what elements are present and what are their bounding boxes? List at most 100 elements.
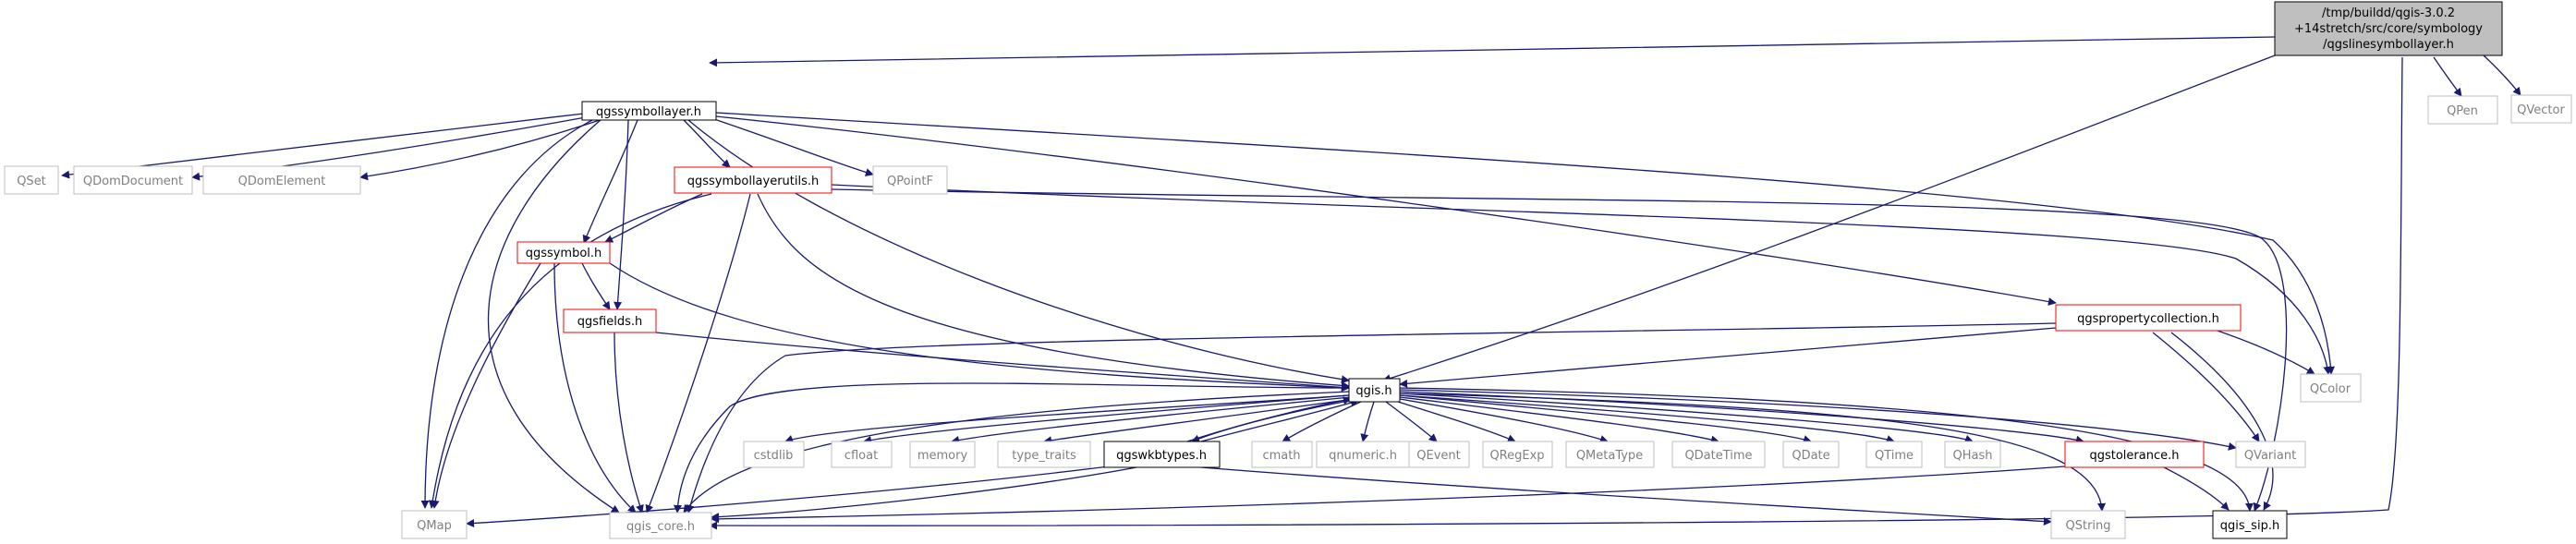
- node-qdate[interactable]: QDate: [1782, 441, 1840, 468]
- node-type-traits-label: type_traits: [1012, 449, 1076, 463]
- edge-qgstol-qgiscore: [711, 465, 2066, 524]
- node-cstdlib[interactable]: cstdlib: [743, 441, 805, 468]
- node-qhash[interactable]: QHash: [1944, 441, 2001, 468]
- edge-qsl-qgiscore: [487, 119, 620, 514]
- edge-qgis-qgiscore: [683, 391, 1350, 514]
- node-qgis-sip-label: qgis_sip.h: [2220, 519, 2279, 533]
- node-qgsfields[interactable]: qgsfields.h: [563, 308, 657, 333]
- node-qgssymbollayerutils[interactable]: qgssymbollayerutils.h: [674, 166, 832, 194]
- node-qdomelement-label: QDomElement: [238, 175, 326, 188]
- edge-root-qgssymbollayer: [709, 36, 2276, 67]
- node-qdomelement[interactable]: QDomElement: [202, 165, 361, 195]
- node-qnumeric[interactable]: qnumeric.h: [1316, 441, 1410, 468]
- edge-qslu-qgiscore: [645, 193, 751, 514]
- node-qdomdocument[interactable]: QDomDocument: [73, 165, 193, 195]
- edge-qsym-qgis: [609, 262, 1350, 393]
- node-qregexp-label: QRegExp: [1489, 449, 1544, 463]
- node-qgis-core[interactable]: qgis_core.h: [609, 512, 712, 539]
- node-root-line3: /qgslinesymbollayer.h: [2323, 38, 2454, 52]
- edge-qgis-qdate: [1399, 394, 1812, 443]
- node-memory[interactable]: memory: [909, 441, 976, 468]
- edge-qsym-qmap: [431, 262, 541, 509]
- node-root-line1: /tmp/buildd/qgis-3.0.2: [2322, 6, 2455, 20]
- node-qgstolerance[interactable]: qgstolerance.h: [2064, 441, 2205, 468]
- edge-qslu-qcolor: [831, 184, 2332, 375]
- node-qmetatype[interactable]: QMetaType: [1565, 441, 1655, 468]
- node-qvariant-label: QVariant: [2244, 449, 2296, 463]
- edge-qsl-qgssymbol: [582, 119, 638, 244]
- node-qmap[interactable]: QMap: [401, 510, 468, 539]
- edge-qgswkb-qgis-2: [1200, 398, 1359, 442]
- node-qmetatype-label: QMetaType: [1576, 449, 1643, 463]
- node-qgspropertycollection[interactable]: qgspropertycollection.h: [2055, 304, 2242, 332]
- node-qdatetime-label: QDateTime: [1684, 449, 1752, 463]
- node-qevent-label: QEvent: [1416, 449, 1460, 463]
- node-qgis[interactable]: qgis.h: [1348, 378, 1401, 403]
- node-cmath[interactable]: cmath: [1251, 441, 1313, 468]
- edge-qgis-cfloat: [863, 394, 1350, 444]
- edge-qprop-qvariant: [2152, 332, 2260, 442]
- graph-edges: [61, 36, 2521, 530]
- node-cfloat[interactable]: cfloat: [831, 441, 893, 468]
- node-qtime-label: QTime: [1875, 449, 1914, 463]
- node-qgspropertycollection-label: qgspropertycollection.h: [2077, 312, 2219, 326]
- edge-qgis-typetraits: [1043, 398, 1355, 445]
- edge-root-qvector: [2483, 54, 2521, 96]
- node-qevent[interactable]: QEvent: [1408, 441, 1470, 468]
- edge-qsl-qmap: [420, 117, 597, 509]
- node-cmath-label: cmath: [1262, 449, 1300, 463]
- node-qvariant[interactable]: QVariant: [2235, 441, 2306, 468]
- node-qtime[interactable]: QTime: [1865, 441, 1923, 468]
- edge-qslu-qmap: [428, 193, 712, 509]
- edge-qgis-qvariant: [1399, 389, 2237, 451]
- node-type-traits[interactable]: type_traits: [997, 441, 1091, 468]
- node-qgis-sip[interactable]: qgis_sip.h: [2212, 510, 2288, 539]
- node-qpen[interactable]: QPen: [2427, 95, 2498, 125]
- edge-root-qgis: [1382, 52, 2283, 382]
- node-qgswkbtypes[interactable]: qgswkbtypes.h: [1103, 441, 1221, 468]
- node-qgis-label: qgis.h: [1355, 384, 1391, 398]
- node-qgsfields-label: qgsfields.h: [577, 315, 642, 329]
- edge-qgis-qhash: [1399, 393, 1974, 443]
- node-qgis-core-label: qgis_core.h: [626, 520, 695, 534]
- node-qgssymbollayer[interactable]: qgssymbollayer.h: [581, 101, 717, 121]
- edge-qgis-qgissip: [1399, 387, 2254, 512]
- node-qset-label: QSet: [17, 175, 46, 188]
- edge-qgis-qregexp: [1394, 400, 1516, 442]
- edge-qgis-qtime: [1399, 394, 1895, 443]
- edge-qgswkb-qmap: [466, 465, 1110, 527]
- edge-qgis-qdatetime: [1399, 396, 1719, 444]
- edge-qgstol-qgissip: [2161, 465, 2230, 511]
- node-qgssymbol[interactable]: qgssymbol.h: [516, 241, 611, 264]
- node-qdomdocument-label: QDomDocument: [83, 175, 183, 188]
- edge-qgswkb-qgis: [1186, 396, 1352, 442]
- node-qset[interactable]: QSet: [4, 165, 59, 195]
- node-root[interactable]: /tmp/buildd/qgis-3.0.2 +14stretch/src/co…: [2274, 1, 2503, 56]
- node-qregexp[interactable]: QRegExp: [1482, 441, 1553, 468]
- edge-qsl-qdomelement: [359, 117, 606, 181]
- edge-qsl-qsymbollayerutils: [683, 119, 731, 168]
- edge-qsym-qgiscore: [553, 262, 637, 514]
- node-qcolor[interactable]: QColor: [2300, 373, 2362, 403]
- graph-nodes: /tmp/buildd/qgis-3.0.2 +14stretch/src/co…: [4, 1, 2572, 539]
- node-qgssymbollayer-label: qgssymbollayer.h: [596, 105, 701, 119]
- node-memory-label: memory: [917, 449, 968, 463]
- node-qvector[interactable]: QVector: [2510, 94, 2572, 124]
- node-qpointf-label: QPointF: [887, 175, 933, 188]
- node-qpen-label: QPen: [2447, 104, 2478, 118]
- node-qstring[interactable]: QString: [2050, 510, 2126, 539]
- edge-qprop-qgissip: [2170, 332, 2274, 511]
- edge-qgis-qmetatype: [1399, 398, 1609, 443]
- edge-qgswkb-qgiscore: [711, 466, 1137, 522]
- edge-qgswkb-qstring: [1200, 466, 2052, 526]
- node-qmap-label: QMap: [417, 519, 452, 533]
- node-qpointf[interactable]: QPointF: [872, 165, 948, 195]
- node-qdatetime[interactable]: QDateTime: [1671, 441, 1766, 468]
- edge-qgis-qgiscore-b: [673, 382, 1350, 514]
- edge-qslu-qgis: [757, 193, 1350, 390]
- node-qcolor-label: QColor: [2310, 382, 2351, 396]
- node-qgssymbollayerutils-label: qgssymbollayerutils.h: [687, 175, 820, 188]
- edge-qgis-qgswkbtypes: [1191, 398, 1359, 443]
- edge-qgis-qevent: [1385, 401, 1438, 442]
